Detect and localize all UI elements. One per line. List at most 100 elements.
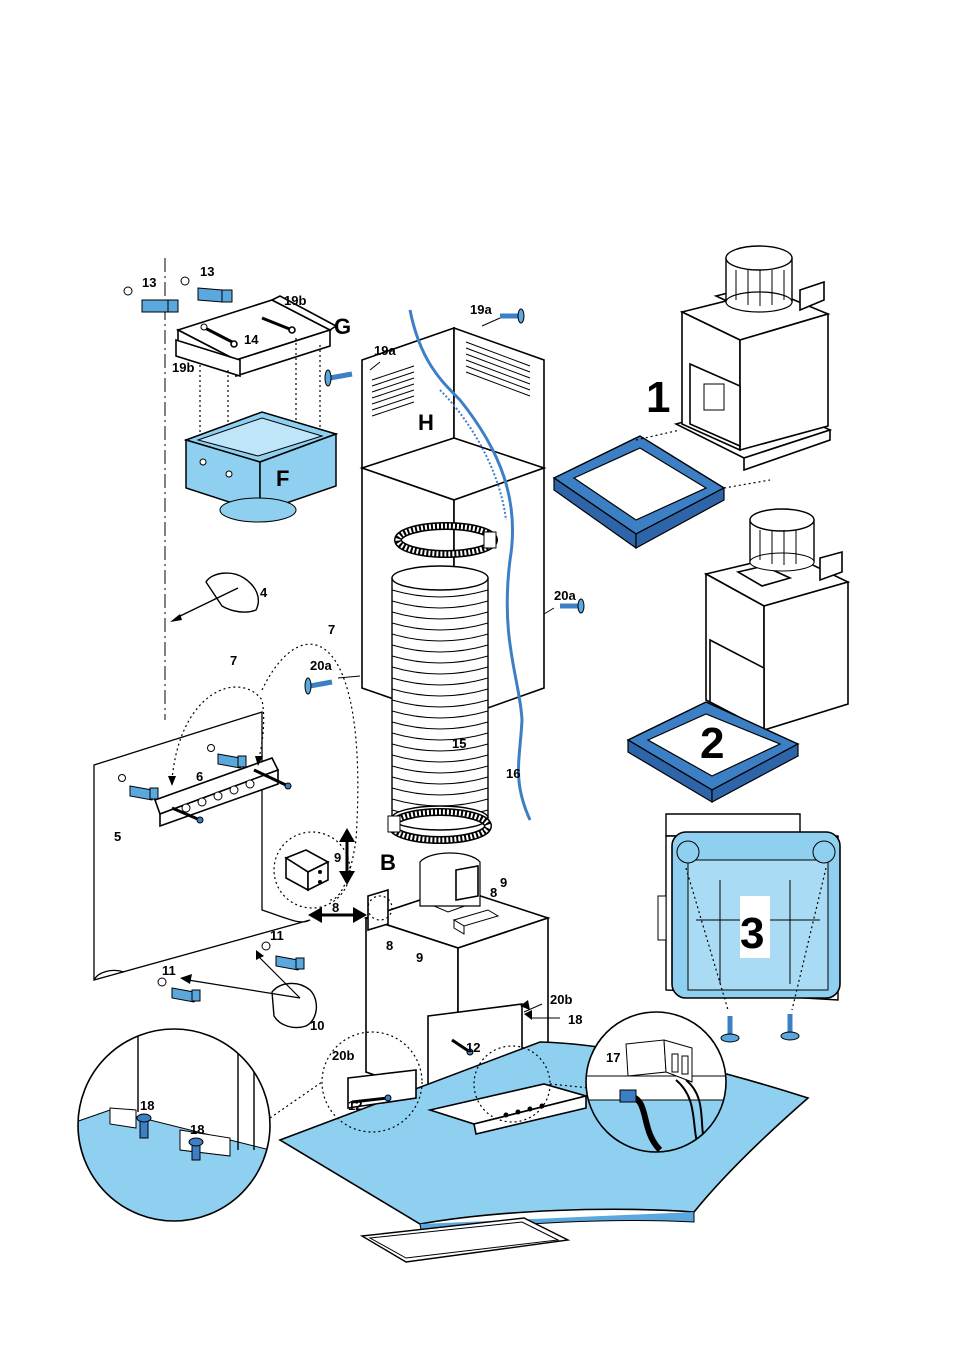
part-label-16: 16 xyxy=(506,766,520,781)
part-label-4: 4 xyxy=(260,585,268,600)
wall-plug-13a xyxy=(123,286,179,313)
wall-plug-rail-right xyxy=(207,744,247,769)
duct-ring xyxy=(391,633,489,642)
bracket-9-right xyxy=(455,865,479,901)
duct-ring xyxy=(391,688,489,697)
wall-plug-11a xyxy=(157,977,201,1003)
duct-ring xyxy=(391,611,489,620)
part-label-8b: 8 xyxy=(386,938,393,953)
wall-plug-11b xyxy=(261,941,305,971)
bottom-bracket-12 xyxy=(347,1069,417,1109)
screw-unit3-right xyxy=(780,1014,800,1041)
screw-12-top xyxy=(451,1038,474,1056)
duct-ring xyxy=(391,732,489,741)
vent-slots-left xyxy=(371,365,415,417)
motor-unit-step2 xyxy=(703,508,851,732)
label-b: B xyxy=(380,850,396,875)
adapter-box-f xyxy=(183,411,339,523)
part-label-18a: 18 xyxy=(140,1098,154,1113)
motor-unit-step1 xyxy=(673,245,833,472)
dotted-callout-20b xyxy=(321,1031,423,1133)
hand-pencil-icon xyxy=(170,572,260,622)
step-number-3: 3 xyxy=(740,909,764,958)
hose-clamp-bottom xyxy=(387,808,492,844)
part-label-18c: 18 xyxy=(568,1012,582,1027)
duct-ring xyxy=(391,743,489,752)
part-label-9c: 9 xyxy=(500,875,507,890)
screw-unit3-left xyxy=(720,1016,740,1043)
part-label-11b: 11 xyxy=(270,928,284,943)
part-label-19b-left: 19b xyxy=(172,360,194,375)
screw-14 xyxy=(200,316,296,348)
frame-step2 xyxy=(626,701,800,804)
duct-ring xyxy=(391,710,489,719)
part-label-6: 6 xyxy=(196,769,203,784)
screw-19a-right xyxy=(500,308,525,324)
duct-ring xyxy=(391,787,489,796)
ceiling-bracket-g xyxy=(175,295,338,378)
part-label-17: 17 xyxy=(606,1050,620,1065)
duct-ring xyxy=(391,776,489,785)
duct-ring xyxy=(391,754,489,763)
duct-ring xyxy=(391,622,489,631)
part-label-20b-left: 20b xyxy=(332,1048,354,1063)
part-label-20a-left: 20a xyxy=(310,658,332,673)
part-label-11a: 11 xyxy=(162,963,176,978)
part-label-8c: 8 xyxy=(490,885,497,900)
step-number-2: 2 xyxy=(700,719,724,768)
part-label-12a: 12 xyxy=(466,1040,480,1055)
part-label-7b: 7 xyxy=(230,653,237,668)
vent-slots-right xyxy=(465,341,531,397)
part-label-13b: 13 xyxy=(200,264,214,279)
duct-ring xyxy=(391,699,489,708)
step-number-1: 1 xyxy=(646,373,670,422)
part-label-20a-right: 20a xyxy=(554,588,576,603)
power-cable-16 xyxy=(408,309,532,821)
duct-ring xyxy=(391,655,489,664)
part-label-10: 10 xyxy=(310,1018,324,1033)
duct-ring xyxy=(391,589,489,598)
grease-filter xyxy=(359,1217,571,1263)
motor-unit-step3 xyxy=(657,813,841,1001)
detail-circle-junction-box xyxy=(273,831,351,909)
hand-pencil-icon-10 xyxy=(180,950,317,1029)
part-label-12b: 12 xyxy=(348,1098,362,1113)
duct-ring xyxy=(391,666,489,675)
glass-canopy xyxy=(278,1041,810,1237)
label-g: G xyxy=(334,314,351,339)
part-label-19b-top: 19b xyxy=(284,293,306,308)
detail-circle-brackets-18 xyxy=(77,1028,271,1222)
hose-clamp-top xyxy=(394,522,498,558)
part-label-8a: 8 xyxy=(332,900,339,915)
part-label-19a-left: 19a xyxy=(374,343,396,358)
duct-ring xyxy=(391,644,489,653)
horizontal-adjust-arrow xyxy=(308,907,367,923)
part-label-18b: 18 xyxy=(190,1122,204,1137)
label-f: F xyxy=(276,466,289,491)
screw-20a-left xyxy=(304,677,333,695)
wall-plug-rail-left xyxy=(118,774,159,801)
frame-step1 xyxy=(552,435,726,550)
part-label-13a: 13 xyxy=(142,275,156,290)
part-label-7a: 7 xyxy=(328,622,335,637)
duct-ring xyxy=(391,677,489,686)
part-label-9b: 9 xyxy=(416,950,423,965)
part-label-9a: 9 xyxy=(334,850,341,865)
part-label-19a-right: 19a xyxy=(470,302,492,317)
part-label-15: 15 xyxy=(452,736,466,751)
part-label-20b-right: 20b xyxy=(550,992,572,1007)
screw-19a-left xyxy=(324,369,353,387)
mounting-rail-6 xyxy=(153,757,292,828)
flexible-duct-15 xyxy=(391,565,489,831)
duct-ring xyxy=(391,600,489,609)
label-h: H xyxy=(418,410,434,435)
screw-20a-right xyxy=(560,598,585,614)
duct-ring xyxy=(391,765,489,774)
dotted-arc-7b xyxy=(261,643,359,901)
part-label-14: 14 xyxy=(244,332,259,347)
part-label-5: 5 xyxy=(114,829,121,844)
bracket-b xyxy=(367,888,393,932)
vertical-adjust-arrow xyxy=(339,828,355,885)
